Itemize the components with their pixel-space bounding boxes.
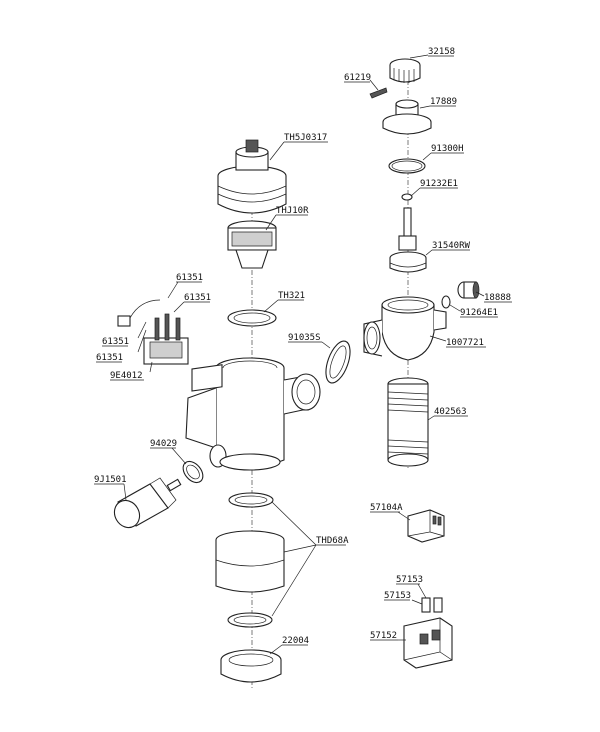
- label-57152: 57152: [370, 631, 397, 641]
- label-17889: 17889: [430, 97, 457, 107]
- label-94029: 94029: [150, 439, 177, 449]
- label-61351-right: 61351: [184, 293, 211, 303]
- part-57104A-connector[interactable]: [407, 509, 445, 543]
- label-9E4012: 9E4012: [110, 371, 143, 381]
- part-57152-terminal-block[interactable]: [403, 617, 453, 669]
- label-TH321: TH321: [278, 291, 305, 301]
- label-TH5J0317: TH5J0317: [284, 133, 327, 143]
- part-57153-terminals[interactable]: [421, 597, 443, 613]
- label-THD68A: THD68A: [316, 536, 349, 546]
- part-1007721-tee[interactable]: [363, 296, 447, 361]
- label-18888: 18888: [484, 293, 511, 303]
- label-91264E1: 91264E1: [460, 308, 498, 318]
- part-9J1501-sensor[interactable]: [110, 477, 182, 532]
- label-32158: 32158: [428, 47, 455, 57]
- part-TH5J0317-top-cap[interactable]: [217, 139, 287, 214]
- label-61351-bottom: 61351: [96, 353, 123, 363]
- part-THD68A-lower-housing[interactable]: [215, 492, 285, 628]
- label-57153-top: 57153: [396, 575, 423, 585]
- part-9E4012-solenoid[interactable]: [117, 299, 189, 365]
- label-61351-top: 61351: [176, 273, 203, 283]
- label-91035S: 91035S: [288, 333, 321, 343]
- part-61219-screw[interactable]: [369, 87, 388, 99]
- label-61219: 61219: [344, 73, 371, 83]
- part-32158-cap[interactable]: [389, 58, 421, 83]
- label-9J1501: 9J1501: [94, 475, 127, 485]
- part-91300H-oring[interactable]: [388, 158, 426, 174]
- part-22004-nut[interactable]: [220, 649, 282, 683]
- part-THJ10R-cartridge[interactable]: [227, 220, 277, 269]
- label-91232E1: 91232E1: [420, 179, 458, 189]
- part-31540RW-stem[interactable]: [389, 207, 427, 273]
- part-91264E1-oring[interactable]: [441, 295, 451, 309]
- part-main-valve-body[interactable]: [185, 357, 321, 471]
- part-18888-plug[interactable]: [457, 281, 480, 299]
- label-61351-left: 61351: [102, 337, 129, 347]
- label-THJ10R: THJ10R: [276, 206, 309, 216]
- part-TH321-oring[interactable]: [227, 309, 277, 327]
- label-1007721: 1007721: [446, 338, 484, 348]
- label-402563: 402563: [434, 407, 467, 417]
- label-57104A: 57104A: [370, 503, 403, 513]
- part-17889-bonnet[interactable]: [382, 99, 432, 135]
- part-91232E1-oring[interactable]: [401, 193, 413, 201]
- part-94029-oring[interactable]: [179, 458, 207, 487]
- label-31540RW: 31540RW: [432, 241, 471, 251]
- label-91300H: 91300H: [431, 144, 464, 154]
- part-402563-nipple[interactable]: [387, 377, 429, 467]
- part-91035S-oring[interactable]: [321, 338, 355, 386]
- label-22004: 22004: [282, 636, 309, 646]
- leader-lines: [123, 54, 485, 655]
- part-labels: 32158 61219 17889 91300H 91232E1 31540RW…: [94, 47, 512, 646]
- label-57153-mid: 57153: [384, 591, 411, 601]
